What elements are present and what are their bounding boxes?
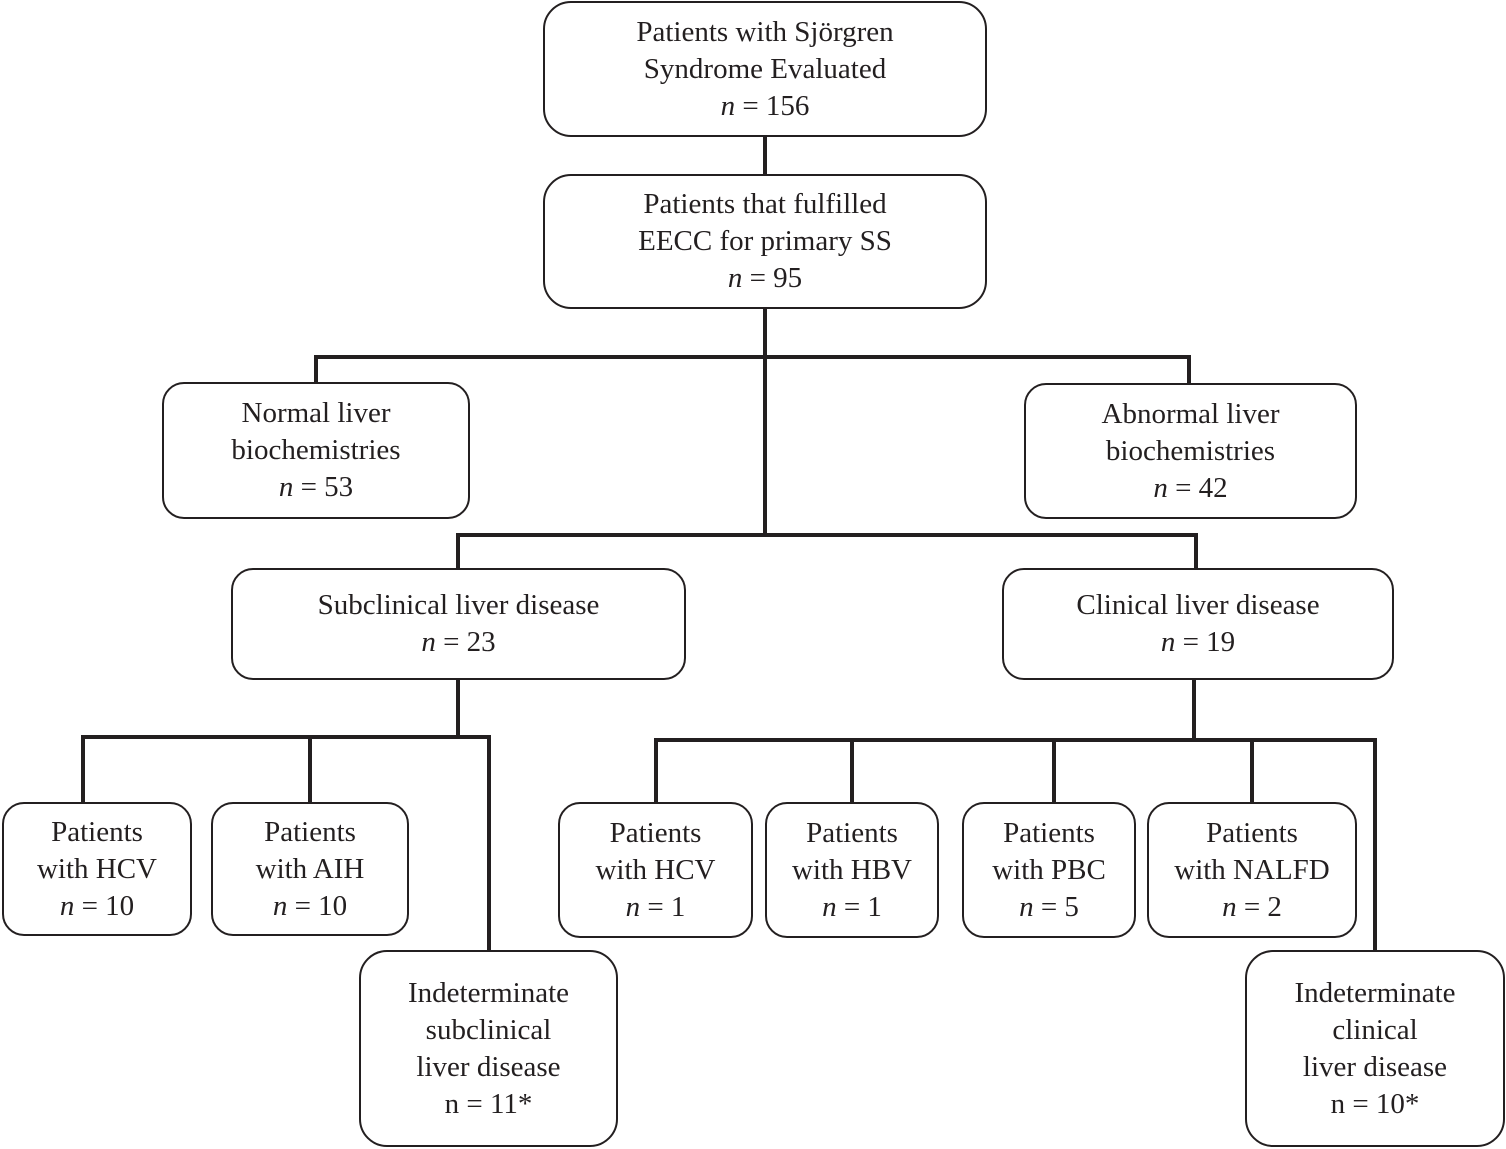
node-count: n = 42 xyxy=(1153,471,1228,504)
node-text: Abnormal liver xyxy=(1101,397,1280,430)
node-text: biochemistries xyxy=(231,434,401,466)
node-clinical: Clinical liver disease n = 19 xyxy=(1002,568,1394,680)
node-count: n = 10 xyxy=(59,889,135,922)
node-text: clinical xyxy=(1332,1013,1418,1046)
node-cl-hcv: Patients with HCV n = 1 xyxy=(558,802,753,938)
node-count: n = 53 xyxy=(278,471,354,503)
node-text: with HCV xyxy=(595,853,716,886)
node-text: Normal liver xyxy=(241,397,391,429)
node-text: with PBC xyxy=(992,853,1106,886)
node-text: with HCV xyxy=(36,852,158,885)
node-text: EECC for primary SS xyxy=(638,225,892,257)
node-text: Indeterminate xyxy=(407,976,570,1009)
node-text: liver disease xyxy=(1302,1050,1448,1083)
node-cl-hbv: Patients with HBV n = 1 xyxy=(765,802,939,938)
node-text: Patients xyxy=(264,815,356,848)
node-count: n = 19 xyxy=(1160,626,1236,658)
node-text: Syndrome Evaluated xyxy=(643,52,887,85)
node-cl-indeterminate: Indeterminate clinical liver disease n =… xyxy=(1245,950,1505,1147)
node-count: n = 1 xyxy=(625,890,686,923)
node-text: biochemistries xyxy=(1105,434,1276,467)
node-sub-indeterminate: Indeterminate subclinical liver disease … xyxy=(359,950,618,1147)
node-patients-evaluated: Patients with Sjörgren Syndrome Evaluate… xyxy=(543,1,987,137)
node-count: n = 95 xyxy=(727,262,803,294)
node-cl-pbc: Patients with PBC n = 5 xyxy=(962,802,1136,938)
node-text: Patients xyxy=(609,816,702,849)
node-count: n = 11* xyxy=(444,1087,533,1120)
node-count: n = 2 xyxy=(1222,890,1282,923)
node-count: n = 1 xyxy=(822,890,882,923)
node-sub-aih: Patients with AIH n = 10 xyxy=(211,802,409,936)
node-text: Patients that fulfilled xyxy=(643,188,887,220)
node-count: n = 23 xyxy=(421,626,496,658)
node-count: n = 10 xyxy=(272,889,348,922)
node-text: subclinical xyxy=(425,1013,552,1046)
node-text: Clinical liver disease xyxy=(1076,589,1320,621)
node-text: Patients with Sjörgren xyxy=(636,15,894,48)
node-text: Patients xyxy=(1003,816,1095,849)
node-text: with AIH xyxy=(255,852,365,885)
node-count: n = 156 xyxy=(720,89,810,122)
node-sub-hcv: Patients with HCV n = 10 xyxy=(2,802,192,936)
node-normal-liver: Normal liver biochemistries n = 53 xyxy=(162,382,470,519)
node-text: Patients xyxy=(806,816,898,849)
node-text: Indeterminate xyxy=(1294,976,1456,1009)
node-text: Subclinical liver disease xyxy=(317,589,600,621)
node-text: with NALFD xyxy=(1174,853,1330,886)
node-text: liver disease xyxy=(416,1050,561,1083)
node-count: n = 5 xyxy=(1019,890,1079,923)
node-cl-nalfd: Patients with NALFD n = 2 xyxy=(1147,802,1357,938)
node-fulfilled-eecc: Patients that fulfilled EECC for primary… xyxy=(543,174,987,309)
node-subclinical: Subclinical liver disease n = 23 xyxy=(231,568,686,680)
node-text: Patients xyxy=(1206,816,1298,849)
node-abnormal-liver: Abnormal liver biochemistries n = 42 xyxy=(1024,383,1357,519)
node-count: n = 10* xyxy=(1330,1087,1420,1120)
node-text: Patients xyxy=(51,815,143,848)
node-text: with HBV xyxy=(791,853,913,886)
